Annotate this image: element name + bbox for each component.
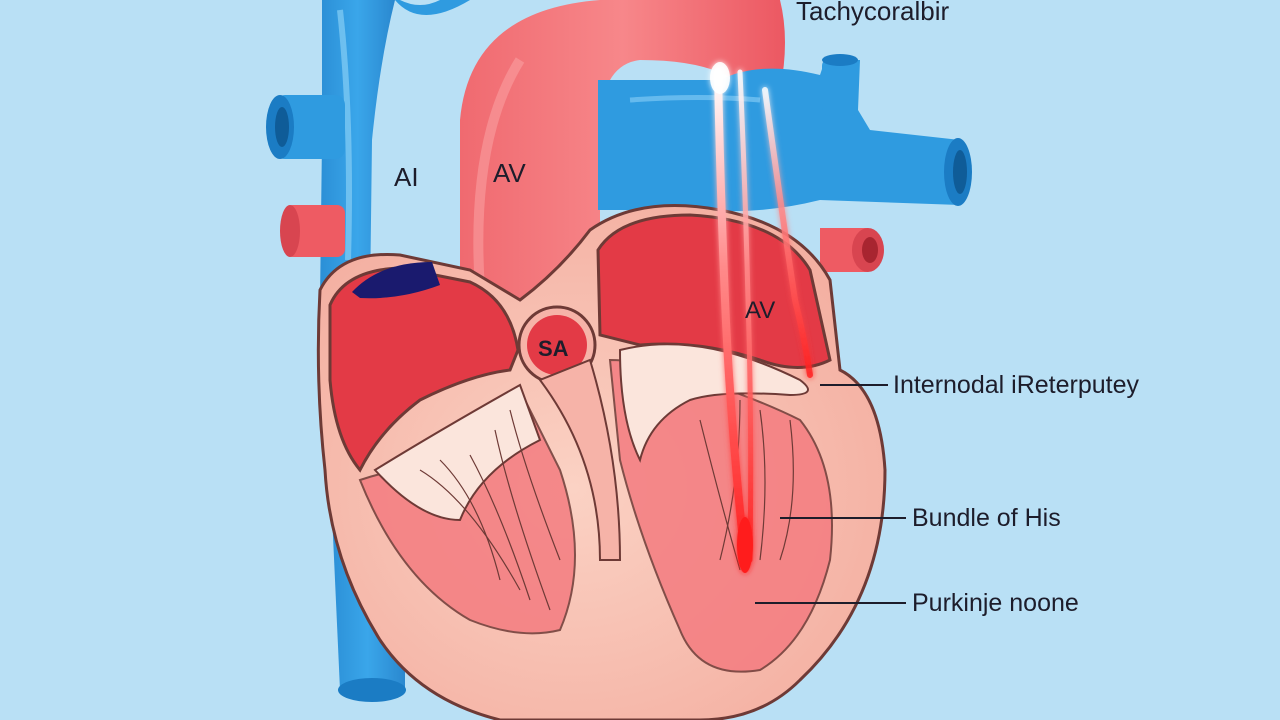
left-pulmonary-vessel <box>266 95 345 159</box>
label-sa-node: SA <box>538 336 569 361</box>
leader-lines <box>755 384 906 604</box>
right-atrium <box>328 262 520 473</box>
pulmonary-artery <box>598 54 972 212</box>
label-ai: AI <box>394 162 419 192</box>
label-av-node: AV <box>745 297 775 324</box>
callout-purkinje: Purkinje noone <box>912 589 1079 617</box>
left-red-vessel <box>280 205 345 257</box>
right-red-vessel <box>820 228 884 272</box>
sa-node <box>517 305 597 385</box>
right-ventricle <box>358 383 576 635</box>
right-chordae <box>419 409 561 611</box>
callout-internodal: Internodal iReterputey <box>893 371 1139 399</box>
interventricular-septum <box>538 358 622 561</box>
left-ventricle <box>608 343 833 673</box>
aorta-arch <box>460 0 785 300</box>
diagram-title: Tachycoralbir <box>796 0 950 26</box>
conduction-pathway <box>710 62 813 573</box>
callout-bundle-of-his: Bundle of His <box>912 504 1061 532</box>
label-av-aorta: AV <box>493 158 526 188</box>
